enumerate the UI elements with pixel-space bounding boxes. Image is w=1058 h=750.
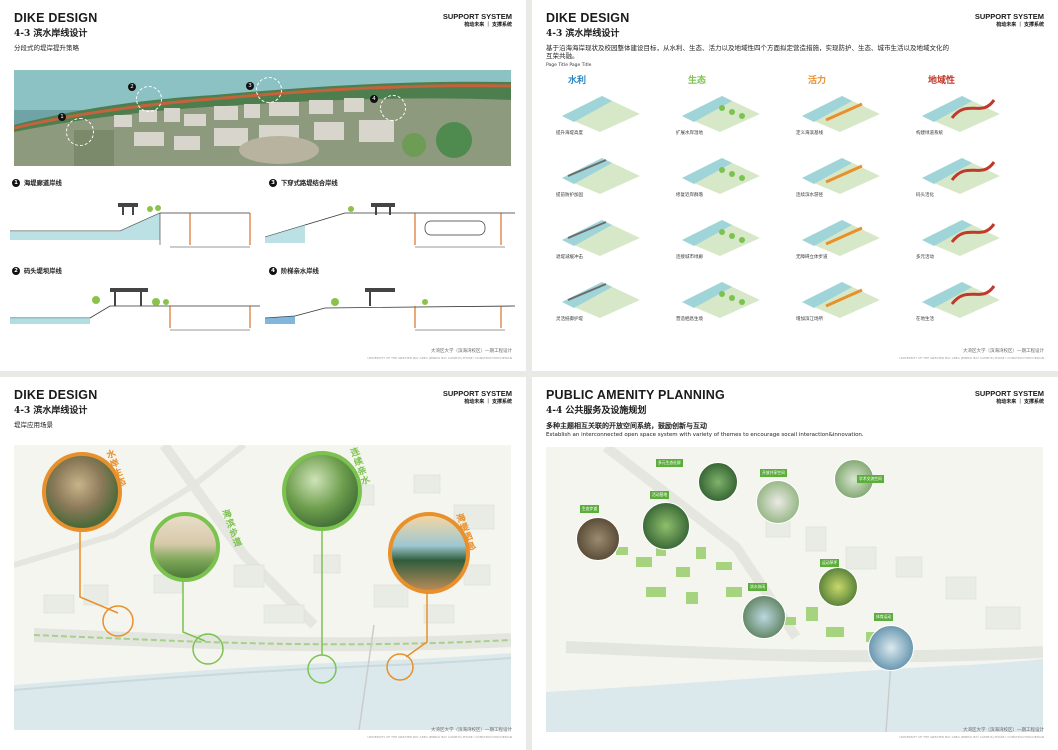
section-drawing-3 — [265, 203, 515, 248]
intro-text-en: Establish an interconnected open space s… — [546, 432, 864, 438]
amenity-photo-8 — [868, 625, 914, 671]
strategy-label: 连续滨水游径 — [796, 193, 823, 198]
strategy-label: 在地生活 — [916, 317, 934, 322]
strategy-illustration — [562, 220, 640, 256]
strategy-label: 增加滨江场所 — [796, 317, 823, 322]
panel-dike-scenes: DIKE DESIGN 4-3 滨水岸线设计 SUPPORT SYSTEM 梳动… — [0, 377, 526, 750]
section-drawing-1 — [10, 203, 251, 248]
amenity-tag-6: 运动草坪 — [820, 559, 840, 567]
strategy-label: 退堤减缓冲击 — [556, 255, 583, 260]
page-subtitle: 4-3 滨水岸线设计 — [14, 29, 88, 39]
category-regional: 地域性 — [928, 76, 956, 86]
strategy-label: 扩展水岸湿地 — [676, 131, 703, 136]
strategy-illustration — [802, 282, 880, 318]
strategy-illustration — [562, 282, 640, 318]
strategy-label: 定义海滨基线 — [796, 131, 823, 136]
amenity-photo-1 — [576, 517, 620, 561]
marker-2 — [136, 86, 162, 112]
amenity-tag-1: 多元生态社群 — [656, 459, 683, 467]
page-subtitle: 4-4 公共服务及设施规划 — [546, 406, 647, 416]
panel-public-amenity: PUBLIC AMENITY PLANNING 4-4 公共服务及设施规划 SU… — [532, 377, 1058, 750]
category-ecology: 生态 — [688, 76, 707, 86]
amenity-photo-7 — [818, 567, 858, 607]
marker-3 — [256, 77, 282, 103]
strategy-illustration — [922, 96, 1000, 132]
scene-circle-2 — [150, 512, 220, 582]
section-drawing-2 — [10, 288, 260, 331]
scene-circle-4 — [388, 512, 470, 594]
intro-text: 基于沿海海岸现状及校园整体建设目标，从水利、生态、活力以及地域性四个方面拟定营造… — [546, 44, 949, 60]
strategy-illustration — [922, 158, 1000, 194]
support-system-label: SUPPORT SYSTEM 梳动未来 ｜ 支撑系统 — [974, 389, 1044, 406]
panel-dike-strategies: DIKE DESIGN 4-3 滨水岸线设计 SUPPORT SYSTEM 梳动… — [532, 0, 1058, 371]
strategy-label: 修复近岸群落 — [676, 193, 703, 198]
strategy-illustration — [682, 158, 760, 194]
amenity-photo-3 — [698, 462, 738, 502]
amenity-tag-8: 体育运动 — [874, 613, 894, 621]
strategy-label: 无障碍立体步道 — [796, 255, 828, 260]
scene-circle-1 — [42, 452, 122, 532]
strategy-label: 提前防护加固 — [556, 193, 583, 198]
support-system-label: SUPPORT SYSTEM 梳动未来 ｜ 支撑系统 — [442, 389, 512, 406]
amenity-photo-6 — [742, 595, 786, 639]
strategy-label: 码头活化 — [916, 193, 934, 198]
amenity-tag-7: 滨水休闲 — [748, 583, 768, 591]
strategy-illustration — [802, 96, 880, 132]
strategy-illustration — [682, 220, 760, 256]
section-drawing-4 — [265, 288, 515, 331]
strategy-label: 构建绿道系统 — [916, 131, 943, 136]
page-subtitle: 4-3 滨水岸线设计 — [14, 406, 88, 416]
intro-text-cn: 多种主题相互关联的开放空间系统，鼓励创新与互动 — [546, 422, 707, 430]
strategy-illustration — [562, 96, 640, 132]
site-plan-map — [14, 445, 511, 730]
strategy-label: 营造栖息生境 — [676, 317, 703, 322]
amenity-photo-2 — [642, 502, 690, 550]
strategy-illustration — [562, 158, 640, 194]
strategy-label: 连接城市绿廊 — [676, 255, 703, 260]
strategy-label: 多元活动 — [916, 255, 934, 260]
strategy-illustration — [682, 96, 760, 132]
page-title: DIKE DESIGN — [546, 11, 630, 25]
category-vitality: 活力 — [808, 76, 827, 86]
page-title: DIKE DESIGN — [14, 11, 98, 25]
strategy-illustration — [922, 282, 1000, 318]
strategy-label: 灵活抵御护堤 — [556, 317, 583, 322]
category-water: 水利 — [568, 76, 587, 86]
marker-num-4: 4 — [370, 95, 378, 103]
support-system-label: SUPPORT SYSTEM 梳动未来 ｜ 支撑系统 — [442, 12, 512, 29]
page-title-note: Page Title Page Title — [546, 63, 592, 68]
marker-num-3: 3 — [246, 82, 254, 90]
page-subtitle: 4-3 滨水岸线设计 — [546, 29, 620, 39]
strategy-label: 提升海堤高度 — [556, 131, 583, 136]
strategy-illustration — [922, 220, 1000, 256]
amenity-tag-2: 生态步道 — [580, 505, 600, 513]
marker-1 — [66, 118, 94, 146]
marker-num-2: 2 — [128, 83, 136, 91]
amenity-tag-3: 活动营地 — [650, 491, 670, 499]
callout-lines — [79, 527, 428, 684]
strategy-illustration — [682, 282, 760, 318]
intro-text: 分段式的堤岸提升策略 — [14, 44, 79, 52]
page-title: DIKE DESIGN — [14, 388, 98, 402]
marker-4 — [380, 95, 406, 121]
amenity-photo-4 — [756, 480, 800, 524]
panel-dike-sections: DIKE DESIGN 4-3 滨水岸线设计 SUPPORT SYSTEM 梳动… — [0, 0, 526, 371]
support-system-label: SUPPORT SYSTEM 梳动未来 ｜ 支撑系统 — [974, 12, 1044, 29]
page-title: PUBLIC AMENITY PLANNING — [546, 388, 725, 402]
strategy-illustration — [802, 220, 880, 256]
strategy-illustration — [802, 158, 880, 194]
marker-num-1: 1 — [58, 113, 66, 121]
amenity-tag-4: 开放共享空间 — [760, 469, 787, 477]
amenity-tag-5: 学术交流空间 — [857, 475, 884, 483]
intro-text: 堤岸应用场景 — [14, 421, 53, 429]
